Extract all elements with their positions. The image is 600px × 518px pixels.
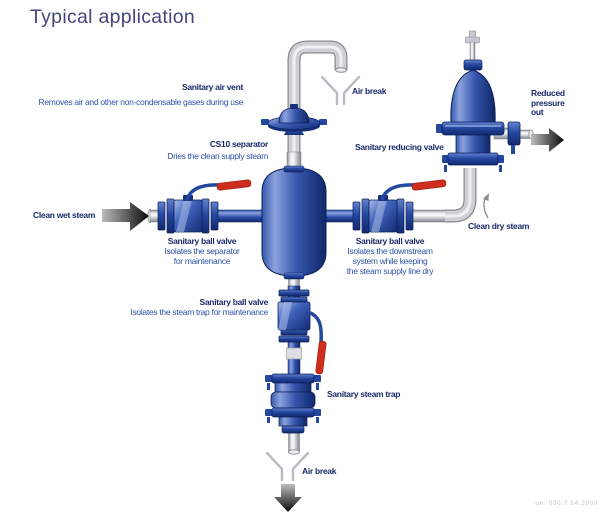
air-break-bottom-funnel <box>265 451 310 482</box>
sanitary-reducing-valve-graphic <box>436 30 534 172</box>
reduced-pressure-label: Reduced pressure out <box>531 88 565 117</box>
separator-label: CS10 separator Dries the clean supply st… <box>167 139 268 161</box>
steam-trap-label: Sanitary steam trap <box>327 389 401 399</box>
air-vent-name: Sanitary air vent <box>181 82 243 92</box>
separator-name: CS10 separator <box>209 139 268 149</box>
page-title: Typical application <box>30 6 196 28</box>
sanitary-ball-valve-bottom-graphic <box>277 289 327 375</box>
air-break-top-label: Air break <box>352 86 387 96</box>
ball-valve-right-label: Sanitary ball valve Isolates the downstr… <box>331 236 449 276</box>
clean-wet-steam-label: Clean wet steam <box>33 210 96 220</box>
ball-valve-left-name: Sanitary ball valve <box>167 236 237 246</box>
ball-valve-bottom-label: Sanitary ball valve Isolates the steam t… <box>130 297 268 317</box>
reducing-valve-label: Sanitary reducing valve <box>355 142 444 152</box>
air-break-top-funnel <box>320 75 361 106</box>
ball-valve-bottom-desc: Isolates the steam trap for maintenance <box>130 307 268 317</box>
sanitary-air-vent-graphic <box>261 104 327 135</box>
vent-riser-pipe <box>287 40 348 172</box>
sight-gasket-band <box>286 347 302 360</box>
document-reference: on. 000.7 14.2000 <box>535 500 598 507</box>
air-vent-desc: Removes air and other non-condensable ga… <box>38 97 244 107</box>
elbow-to-reducing-valve <box>445 168 477 223</box>
air-vent-label: Sanitary air vent Removes air and other … <box>38 82 244 107</box>
ball-valve-bottom-name: Sanitary ball valve <box>199 297 269 307</box>
ball-valve-left-label: Sanitary ball valve Isolates the separat… <box>150 236 254 266</box>
clean-dry-steam-label: Clean dry steam <box>468 221 530 231</box>
drain-down-arrow <box>274 484 302 512</box>
reduced-pressure-arrow <box>531 128 564 152</box>
sanitary-ball-valve-left-graphic <box>156 177 254 235</box>
cs10-separator-vessel <box>261 151 327 280</box>
sanitary-ball-valve-right-graphic <box>351 177 449 235</box>
ball-valve-right-name: Sanitary ball valve <box>355 236 425 246</box>
air-break-bottom-label: Air break <box>302 466 337 476</box>
sanitary-steam-trap-graphic <box>265 373 321 434</box>
separator-desc: Dries the clean supply steam <box>167 151 268 161</box>
main-steam-pipe <box>147 209 448 223</box>
clean-dry-steam-curve-arrow <box>483 193 489 219</box>
clean-wet-steam-arrow <box>102 202 149 231</box>
